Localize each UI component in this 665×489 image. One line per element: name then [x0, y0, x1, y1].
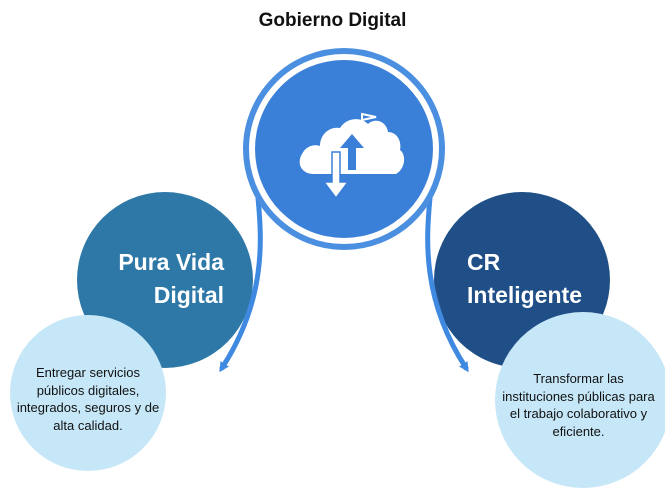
pura-vida-label-line2: Digital	[153, 282, 224, 308]
left-description-circle	[10, 315, 166, 471]
top-circle-ring	[243, 48, 445, 250]
pura-vida-label-line1: Pura Vida	[118, 249, 224, 275]
description-line: integrados, seguros y de	[16, 400, 160, 415]
cr-inteligente-description: Transformar las instituciones públicas p…	[492, 370, 665, 440]
pura-vida-description: Entregar servicios públicos digitales, i…	[14, 364, 162, 434]
description-line: el trabajo colaborativo y	[509, 406, 648, 421]
right-description-circle	[495, 312, 665, 488]
cr-inteligente-label-line1: CR	[467, 249, 501, 275]
arrow-to-right	[425, 195, 469, 373]
description-line: Entregar servicios	[35, 365, 141, 380]
diagram-title: Gobierno Digital	[258, 10, 407, 31]
description-line: eficiente.	[552, 423, 605, 439]
description-line: alta calidad.	[53, 417, 123, 433]
cloud-upload-download-icon	[299, 112, 405, 200]
description-line: instituciones públicas para	[502, 388, 655, 404]
cr-inteligente-label-line2: Inteligente	[467, 282, 583, 308]
arrow-to-left	[219, 195, 263, 373]
description-line: públicos digitales,	[36, 382, 140, 398]
description-line: Transformar las	[533, 371, 624, 386]
pura-vida-label: Pura Vida Digital	[98, 246, 224, 312]
cr-inteligente-label: CR Inteligente	[467, 246, 597, 312]
